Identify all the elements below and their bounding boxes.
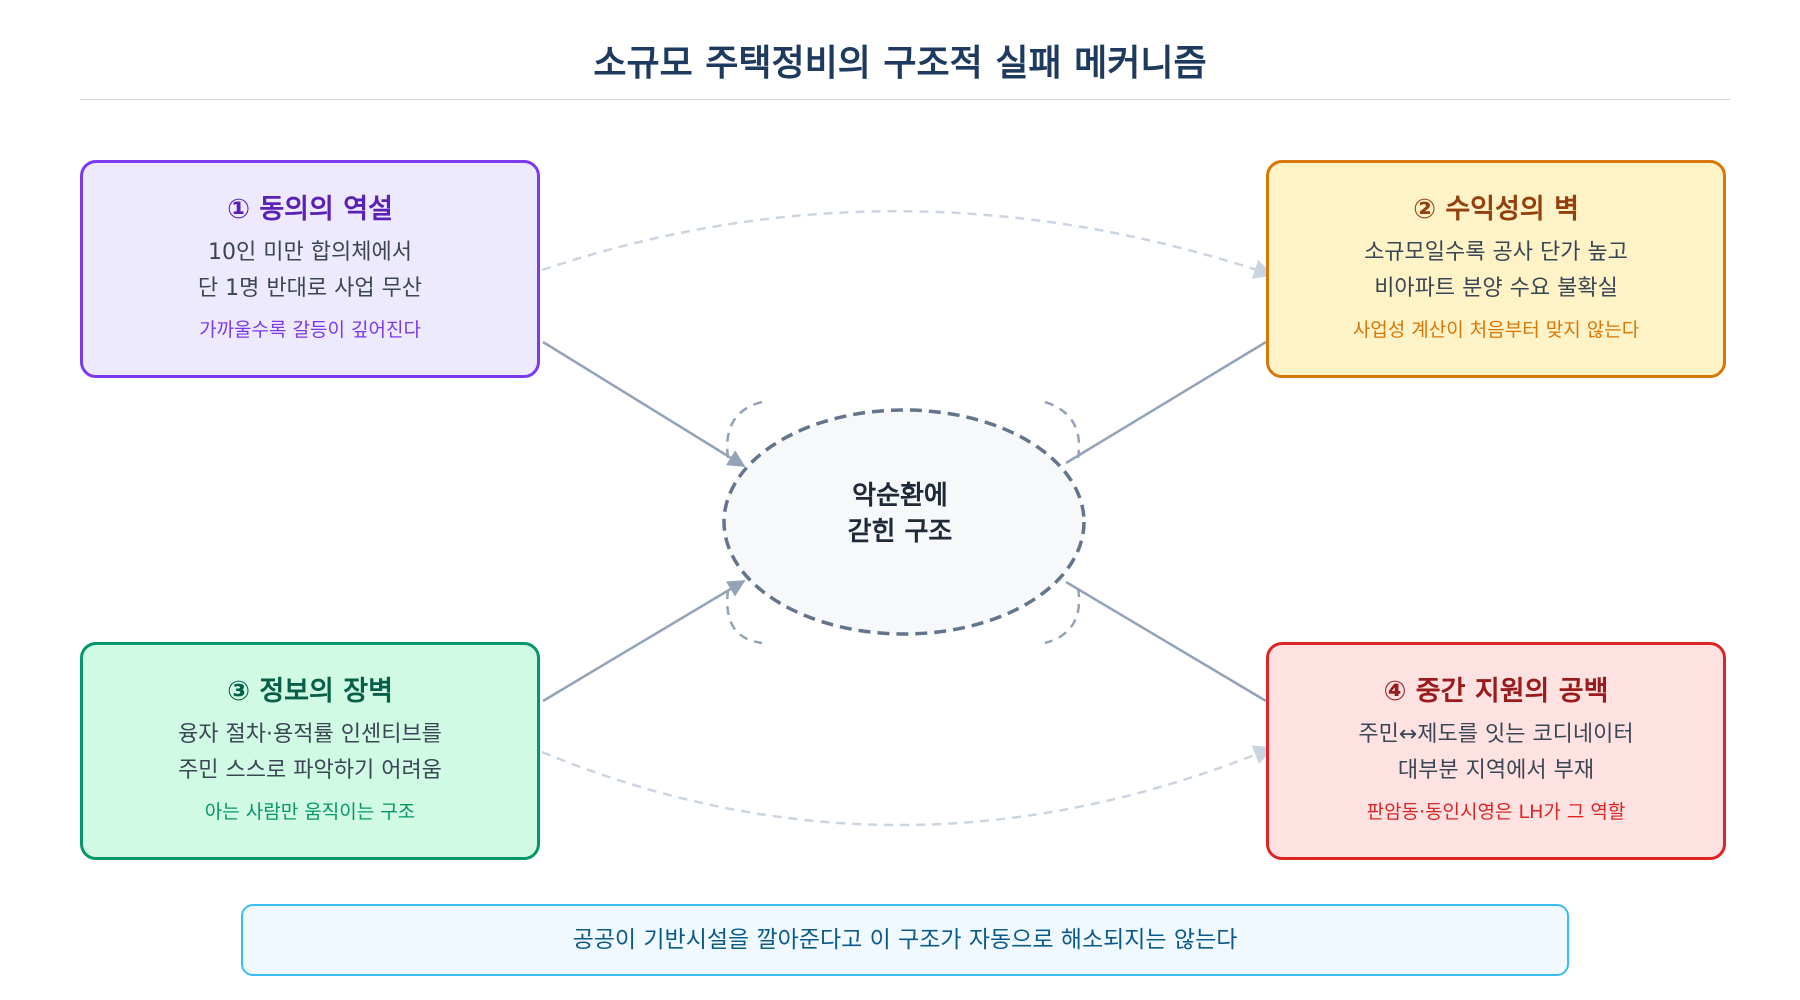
box-text-line: 10인 미만 합의체에서 (208, 240, 412, 265)
box-intermediate-support-gap: ④ 중간 지원의 공백 주민↔제도를 잇는 코디네이터 대부분 지역에서 부재 … (1266, 642, 1726, 860)
box-text-line: 융자 절차·용적률 인센티브를 (178, 722, 442, 747)
flow-arrow-box1-to-box2 (541, 210, 1274, 279)
box-note: 판암동·동인시영은 LH가 그 역할 (1366, 801, 1626, 823)
page-title: 소규모 주택정비의 구조적 실패 메커니즘 (593, 43, 1207, 84)
box-text-line: 소규모일수록 공사 단가 높고 (1364, 240, 1628, 265)
box-title: ③ 정보의 장벽 (227, 676, 393, 707)
box-text-line: 비아파트 분양 수요 불확실 (1374, 276, 1618, 301)
box-text-line: 단 1명 반대로 사업 무산 (197, 276, 423, 301)
connector-box4-to-center (1065, 580, 1267, 703)
connector-box2-to-center (1065, 340, 1267, 465)
footer-conclusion: 공공이 기반시설을 깔아준다고 이 구조가 자동으로 해소되지는 않는다 (241, 904, 1569, 976)
flow-arrow-box3-to-box4 (541, 745, 1274, 827)
box-consent-paradox: ① 동의의 역설 10인 미만 합의체에서 단 1명 반대로 사업 무산 가까울… (80, 160, 540, 378)
center-label-line2: 갇힌 구조 (847, 517, 953, 547)
box-note: 사업성 계산이 처음부터 맞지 않는다 (1352, 319, 1640, 341)
box-text-line: 주민 스스로 파악하기 어려움 (178, 758, 442, 783)
title-divider (80, 99, 1730, 100)
box-title: ② 수익성의 벽 (1413, 194, 1579, 225)
center-ellipse (722, 408, 1086, 636)
box-text-line: 주민↔제도를 잇는 코디네이터 (1358, 722, 1634, 747)
box-title: ④ 중간 지원의 공백 (1383, 676, 1609, 707)
box-note: 가까울수록 갈등이 깊어진다 (199, 319, 421, 341)
center-label: 악순환에 갇힌 구조 (770, 478, 1030, 550)
box-information-barrier: ③ 정보의 장벽 융자 절차·용적률 인센티브를 주민 스스로 파악하기 어려움… (80, 642, 540, 860)
box-text-line: 대부분 지역에서 부재 (1397, 758, 1595, 783)
box-note: 아는 사람만 움직이는 구조 (204, 801, 416, 823)
center-label-line1: 악순환에 (852, 481, 948, 511)
cycle-arcs (725, 400, 1081, 645)
box-profitability-wall: ② 수익성의 벽 소규모일수록 공사 단가 높고 비아파트 분양 수요 불확실 … (1266, 160, 1726, 378)
connector-box1-to-center (542, 340, 746, 468)
connector-box3-to-center (542, 579, 746, 703)
box-title: ① 동의의 역설 (227, 194, 393, 225)
